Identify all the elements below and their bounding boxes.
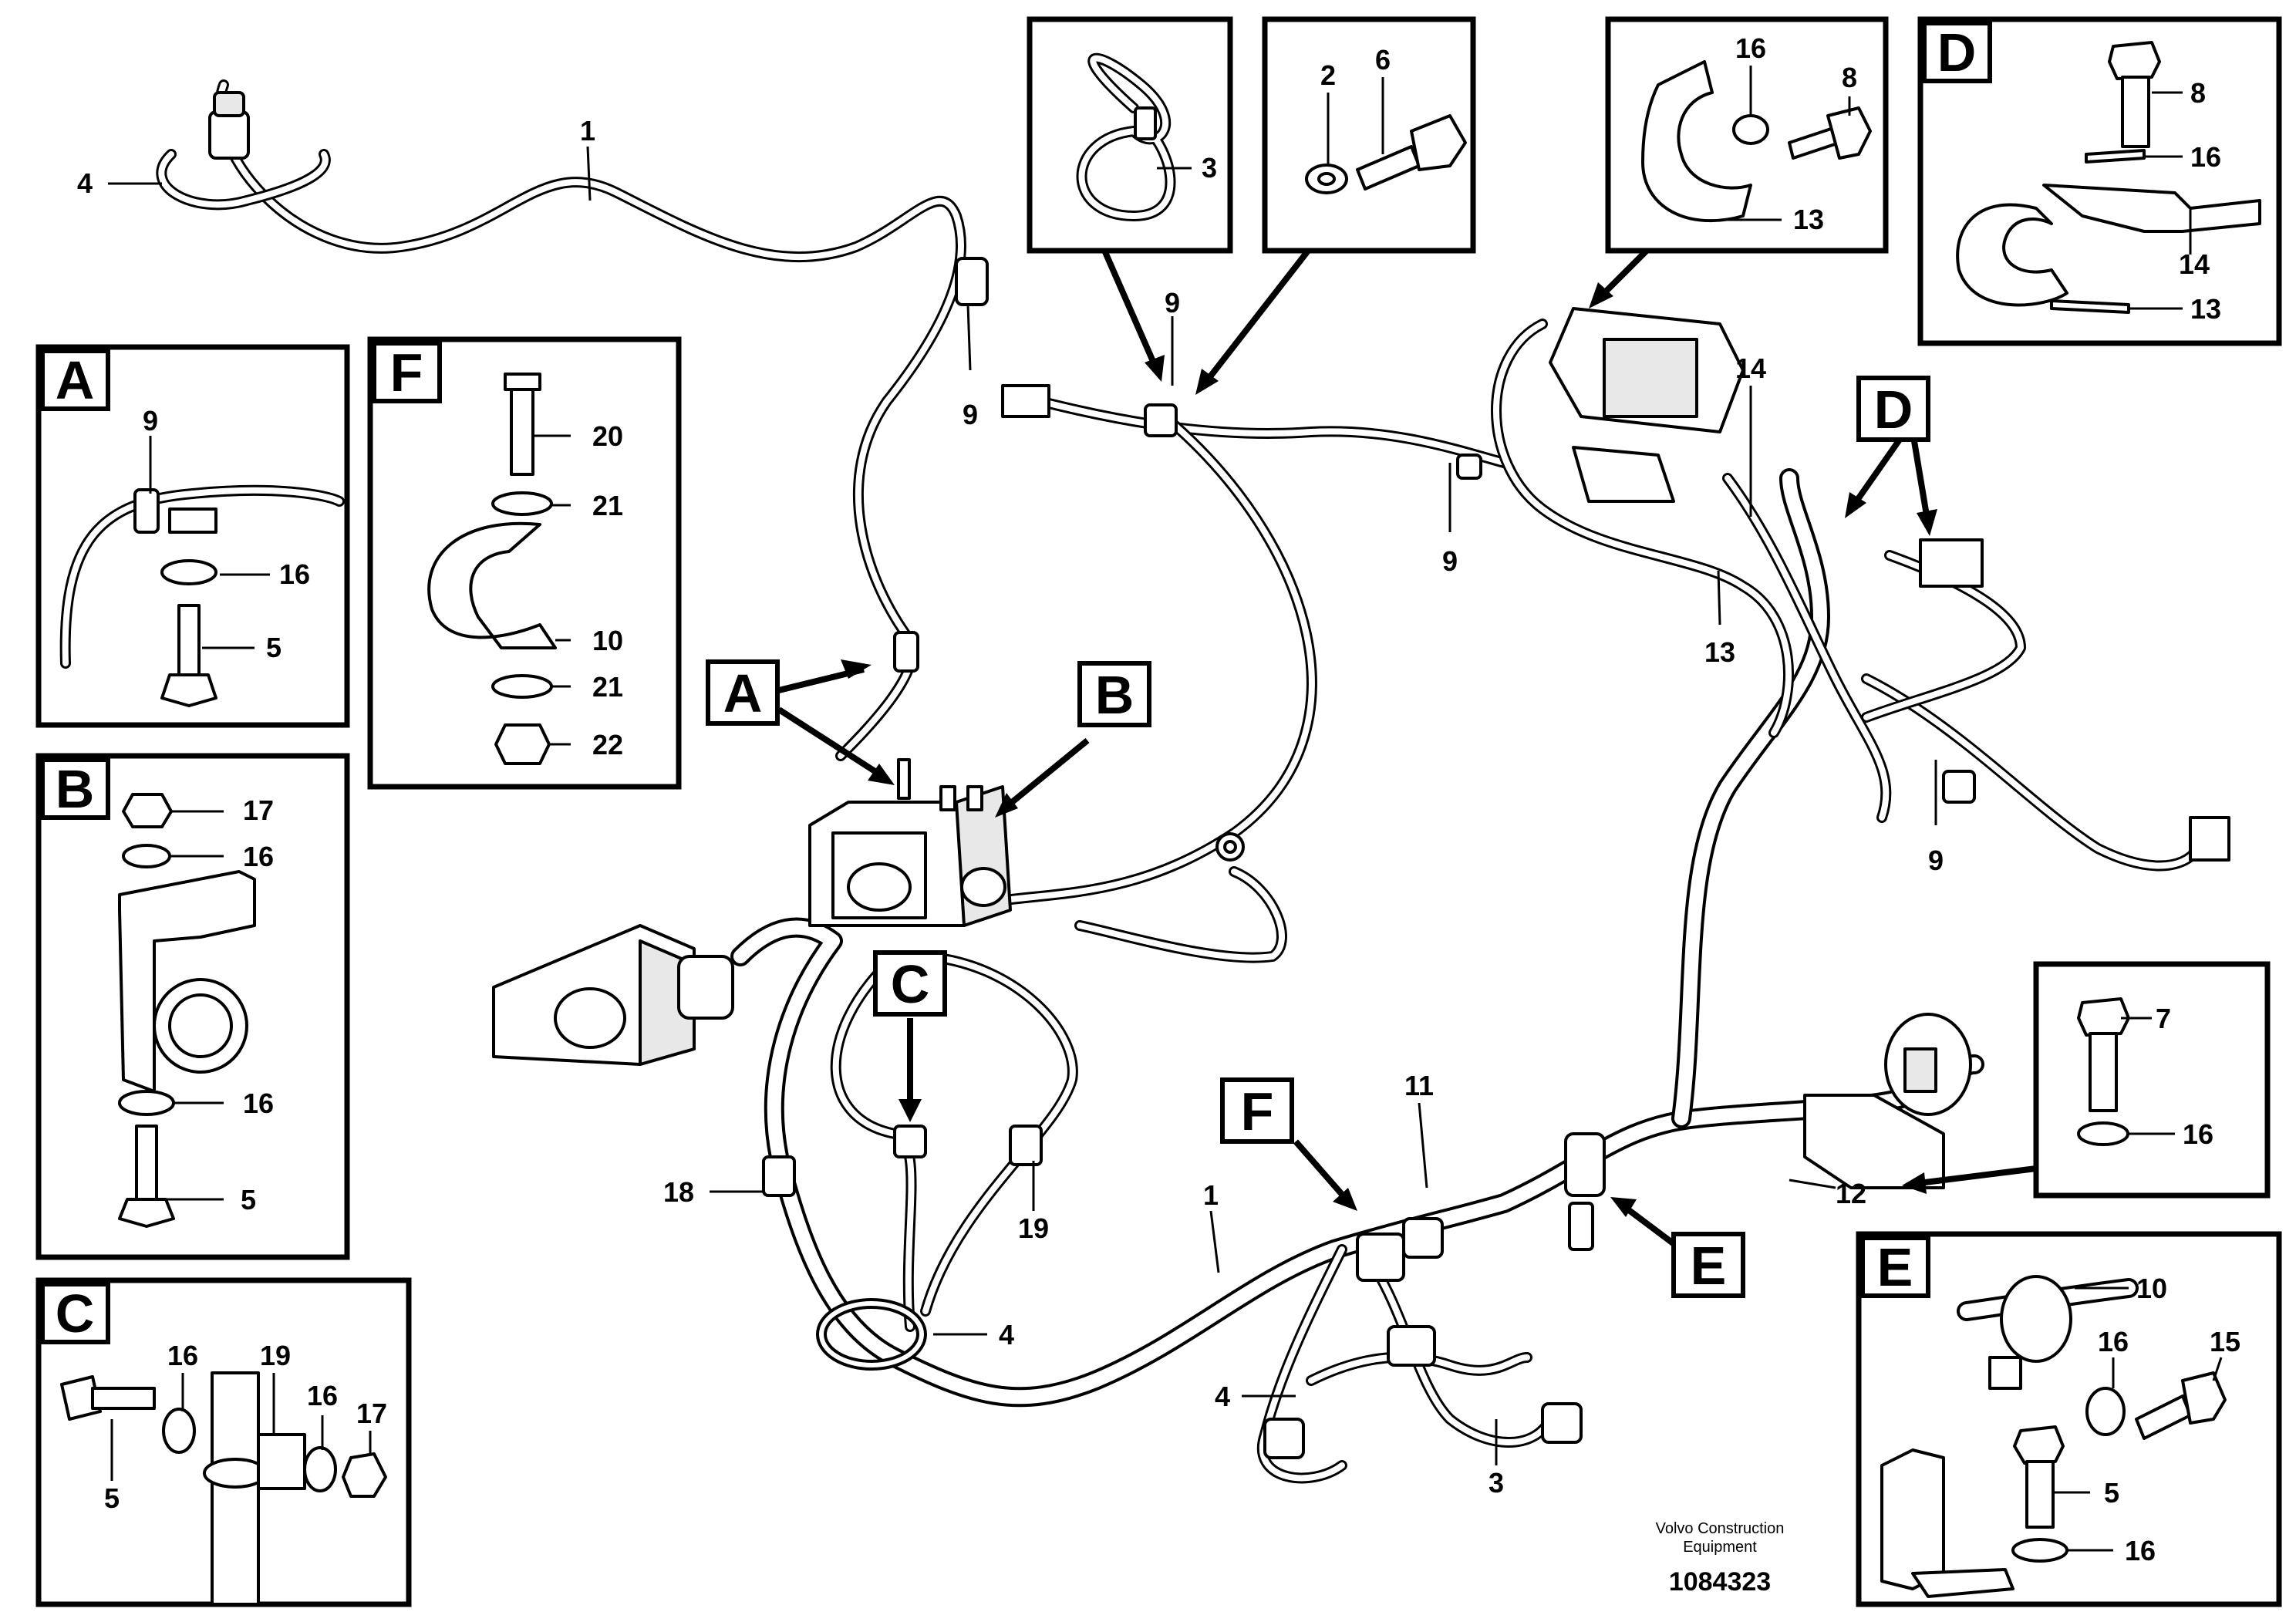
inset-D-letter: D bbox=[1937, 22, 1977, 83]
callout-13-main: 13 bbox=[1704, 636, 1735, 668]
inset-clamp: 16 8 13 bbox=[1605, 16, 1889, 254]
inset-C-letter: C bbox=[56, 1283, 95, 1344]
inset-C-callout-5: 5 bbox=[104, 1482, 120, 1514]
inset-B-callout-16-top: 16 bbox=[243, 841, 274, 872]
tag-E: E bbox=[1691, 1236, 1727, 1296]
callout-9-a: 9 bbox=[963, 399, 978, 430]
main-callout-leaders bbox=[108, 146, 1937, 1465]
inset-A-callout-16: 16 bbox=[279, 558, 310, 590]
inset-C-callout-16-a: 16 bbox=[167, 1340, 198, 1371]
inset-C: C 16 19 16 17 5 bbox=[35, 1277, 412, 1607]
inset-screw-callout-2: 2 bbox=[1320, 59, 1336, 91]
inset-B-callout-5: 5 bbox=[241, 1184, 256, 1216]
inset-bolt-callout-16: 16 bbox=[2183, 1118, 2213, 1150]
inset-E-callout-16-top: 16 bbox=[2098, 1326, 2129, 1357]
arrow-callouts bbox=[777, 244, 2037, 1253]
inset-E-callout-5: 5 bbox=[2104, 1477, 2119, 1509]
inset-A: A 9 16 5 bbox=[35, 344, 350, 728]
inset-clamp-callout-16: 16 bbox=[1735, 32, 1766, 64]
main-callout-numbers: 1 4 9 9 9 14 13 9 11 1 12 18 19 4 4 3 bbox=[77, 115, 1944, 1499]
main-harness bbox=[214, 79, 2203, 1484]
inset-D-callout-8: 8 bbox=[2190, 77, 2206, 109]
inset-bolt: 7 16 bbox=[2033, 961, 2271, 1199]
main-detail-tags: A B C D E F bbox=[706, 376, 1930, 1298]
inset-F-letter: F bbox=[390, 342, 423, 403]
inset-D-callout-13: 13 bbox=[2190, 293, 2221, 325]
brand-line-1: Volvo Construction bbox=[1656, 1520, 1785, 1537]
inset-D-callout-16: 16 bbox=[2190, 141, 2221, 173]
inset-clamp-callout-8: 8 bbox=[1842, 62, 1857, 93]
document-number: 1084323 bbox=[1669, 1567, 1771, 1597]
callout-9-c: 9 bbox=[1442, 545, 1458, 577]
inset-cable-tie: 3 bbox=[1027, 16, 1233, 254]
inset-B-callout-17: 17 bbox=[243, 794, 274, 826]
inset-C-callout-17: 17 bbox=[356, 1398, 387, 1429]
inset-F: F 20 21 10 21 22 bbox=[367, 336, 682, 790]
tag-D: D bbox=[1874, 379, 1913, 440]
tag-F: F bbox=[1241, 1081, 1274, 1141]
callout-9-b: 9 bbox=[1165, 287, 1180, 319]
callout-14: 14 bbox=[1735, 352, 1766, 384]
inset-D-callout-14: 14 bbox=[2179, 248, 2210, 280]
tag-A: A bbox=[723, 663, 763, 723]
relay-assembly bbox=[808, 758, 1012, 927]
brand-line-2: Equipment bbox=[1683, 1539, 1757, 1556]
callout-3-bottom: 3 bbox=[1489, 1467, 1504, 1499]
callout-9-d: 9 bbox=[1928, 845, 1944, 876]
inset-E-callout-16-bottom: 16 bbox=[2125, 1535, 2156, 1566]
inset-screw-washer: 2 6 bbox=[1262, 16, 1476, 254]
inset-screw-callout-6: 6 bbox=[1375, 44, 1391, 76]
inset-clamp-callout-13: 13 bbox=[1793, 204, 1824, 235]
left-plug-connector bbox=[492, 924, 734, 1066]
top-left-connector bbox=[156, 91, 331, 211]
inset-A-callout-5: 5 bbox=[266, 632, 282, 663]
callout-19-main: 19 bbox=[1018, 1212, 1049, 1244]
inset-A-callout-9: 9 bbox=[143, 405, 158, 437]
inset-E-letter: E bbox=[1877, 1237, 1913, 1297]
inset-F-callout-10: 10 bbox=[592, 625, 623, 656]
inset-C-callout-19: 19 bbox=[260, 1340, 291, 1371]
upper-right-connector-block bbox=[1001, 307, 2230, 862]
tag-B: B bbox=[1095, 665, 1135, 725]
callout-11: 11 bbox=[1404, 1070, 1434, 1101]
callout-4-left: 4 bbox=[999, 1319, 1014, 1351]
inset-A-letter: A bbox=[56, 350, 95, 410]
tag-C: C bbox=[891, 954, 930, 1014]
callout-12: 12 bbox=[1836, 1178, 1866, 1209]
right-bracket-12 bbox=[1803, 1013, 1972, 1189]
inset-B: B 17 16 16 5 bbox=[35, 753, 350, 1260]
inset-bolt-callout-7: 7 bbox=[2156, 1003, 2171, 1034]
callout-1-bottom: 1 bbox=[1203, 1179, 1219, 1211]
inset-F-callout-21-top: 21 bbox=[592, 490, 623, 521]
inset-E-callout-15: 15 bbox=[2210, 1326, 2240, 1357]
inset-tie-callout-3: 3 bbox=[1202, 152, 1217, 184]
inset-C-callout-16-b: 16 bbox=[307, 1380, 338, 1411]
inset-E-callout-10: 10 bbox=[2136, 1273, 2167, 1304]
callout-4-bottom: 4 bbox=[1215, 1381, 1230, 1412]
inset-B-letter: B bbox=[56, 759, 95, 819]
footer: Volvo Construction Equipment 1084323 bbox=[1656, 1520, 1785, 1597]
inset-B-callout-16-bottom: 16 bbox=[243, 1088, 274, 1119]
clips bbox=[762, 257, 1976, 1459]
callout-4-top: 4 bbox=[77, 167, 93, 199]
callout-1-top: 1 bbox=[580, 115, 595, 147]
inset-F-callout-22: 22 bbox=[592, 729, 623, 760]
inset-E: E 10 16 15 5 16 bbox=[1856, 1231, 2282, 1607]
callout-18: 18 bbox=[663, 1176, 694, 1208]
inset-F-callout-21-bottom: 21 bbox=[592, 671, 623, 703]
inset-D: D 8 16 14 13 bbox=[1917, 16, 2282, 346]
inset-F-callout-20: 20 bbox=[592, 420, 623, 452]
